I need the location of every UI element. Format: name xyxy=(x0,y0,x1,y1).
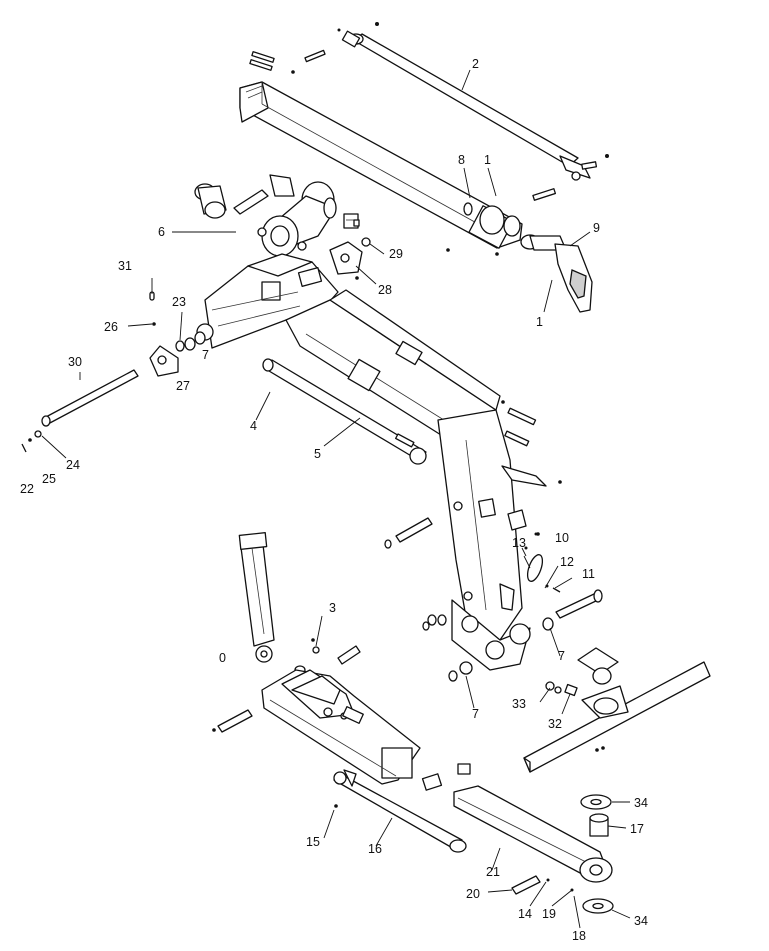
hydraulic-cylinder xyxy=(238,532,275,663)
callout-7-lower: 7 xyxy=(472,707,479,721)
callout-0: 0 xyxy=(219,651,226,665)
callout-29: 29 xyxy=(389,247,403,261)
lower-carriage xyxy=(212,669,471,791)
callout-22: 22 xyxy=(20,482,34,496)
callout-21: 21 xyxy=(486,865,500,879)
callout-19: 19 xyxy=(542,907,556,921)
callout-25: 25 xyxy=(42,472,56,486)
small-pins xyxy=(294,638,361,675)
callout-11: 11 xyxy=(582,567,595,581)
lower-arm xyxy=(453,785,613,895)
center-pins xyxy=(384,517,603,631)
leader-lines xyxy=(41,69,631,929)
callout-27: 27 xyxy=(176,379,190,393)
callout-31: 31 xyxy=(118,259,132,273)
mounting-plate xyxy=(329,237,371,280)
callout-28: 28 xyxy=(378,283,392,297)
hook-bracket xyxy=(520,234,593,313)
callout-13: 13 xyxy=(512,536,526,550)
washers-bushing xyxy=(580,794,614,914)
callout-1-upper: 1 xyxy=(484,153,491,167)
lower-right-assembly xyxy=(448,647,711,773)
callout-9: 9 xyxy=(593,221,600,235)
callout-6: 6 xyxy=(158,225,165,239)
callout-32: 32 xyxy=(548,717,562,731)
callout-20: 20 xyxy=(466,887,480,901)
callout-2: 2 xyxy=(472,57,479,71)
callout-33: 33 xyxy=(512,697,526,711)
callout-23: 23 xyxy=(172,295,186,309)
callout-16: 16 xyxy=(368,842,382,856)
callout-labels: 2 8 1 9 1 6 29 28 31 23 26 7 27 30 4 5 2… xyxy=(20,57,648,943)
left-pin-assembly xyxy=(21,291,206,453)
callout-34-lower: 34 xyxy=(634,914,648,928)
callout-26: 26 xyxy=(104,320,118,334)
callout-34-upper: 34 xyxy=(634,796,648,810)
callout-5: 5 xyxy=(314,447,321,461)
callout-1-lower: 1 xyxy=(536,315,543,329)
callout-12: 12 xyxy=(560,555,574,569)
callout-30: 30 xyxy=(68,355,82,369)
callout-7-right: 7 xyxy=(558,649,565,663)
callout-7-upper: 7 xyxy=(202,348,209,362)
main-frame xyxy=(196,253,562,671)
cross-tube xyxy=(262,358,427,465)
callout-8: 8 xyxy=(458,153,465,167)
lower-tube xyxy=(333,769,467,853)
callout-10: 10 xyxy=(555,531,569,545)
winch-motor-assembly xyxy=(194,174,360,257)
callout-18: 18 xyxy=(572,929,586,943)
callout-4: 4 xyxy=(250,419,257,433)
callout-17: 17 xyxy=(630,822,644,836)
callout-24: 24 xyxy=(66,458,80,472)
callout-3: 3 xyxy=(329,601,336,615)
top-boom-assembly xyxy=(239,22,609,256)
callout-14: 14 xyxy=(518,907,532,921)
callout-15: 15 xyxy=(306,835,320,849)
